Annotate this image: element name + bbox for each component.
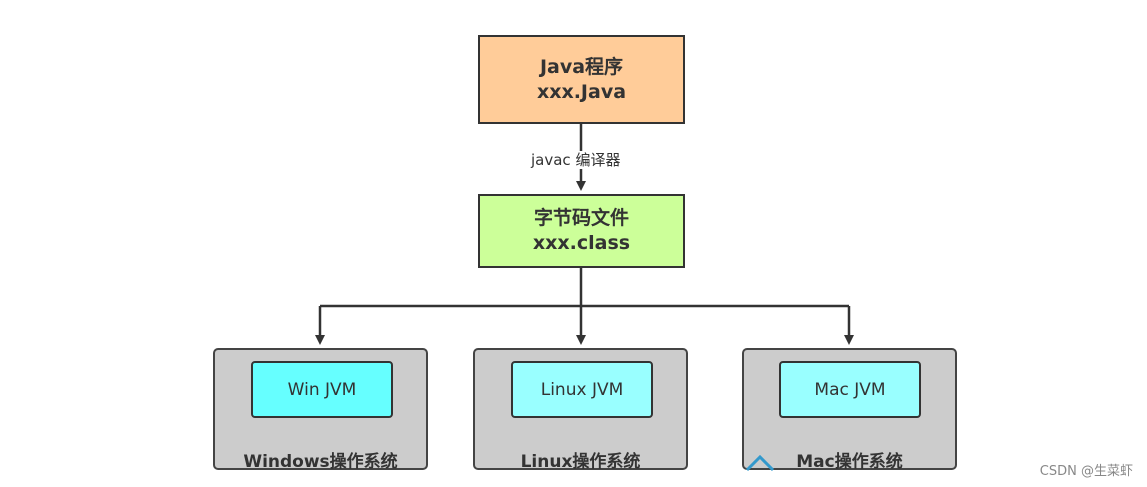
bytecode-box: 字节码文件 xxx.class (478, 194, 685, 268)
bytecode-filename: xxx.class (532, 232, 631, 254)
mac-os-label: Mac操作系统 (796, 452, 903, 472)
windows-os-box: Win JVM Windows操作系统 (213, 348, 428, 472)
bytecode-title: 字节码文件 (533, 207, 629, 229)
linux-jvm-box: Linux JVM (511, 361, 653, 418)
linux-jvm-label: Linux JVM (540, 379, 624, 400)
java-source-filename: xxx.Java (536, 80, 627, 103)
compiler-label: javac 编译器 (528, 151, 624, 169)
windows-os-label: Windows操作系统 (243, 452, 398, 472)
watermark: CSDN @生菜虾 (1039, 464, 1133, 479)
mac-jvm-label: Mac JVM (814, 379, 886, 400)
partial-decoration-icon (745, 454, 775, 472)
linux-os-box: Linux JVM Linux操作系统 (473, 348, 688, 472)
windows-jvm-box: Win JVM (251, 361, 393, 418)
java-source-box: Java程序 xxx.Java (478, 35, 685, 124)
java-source-title: Java程序 (539, 55, 624, 78)
mac-jvm-box: Mac JVM (779, 361, 921, 418)
mac-os-box: Mac JVM Mac操作系统 (742, 348, 957, 472)
windows-jvm-label: Win JVM (287, 379, 357, 400)
linux-os-label: Linux操作系统 (520, 452, 641, 472)
